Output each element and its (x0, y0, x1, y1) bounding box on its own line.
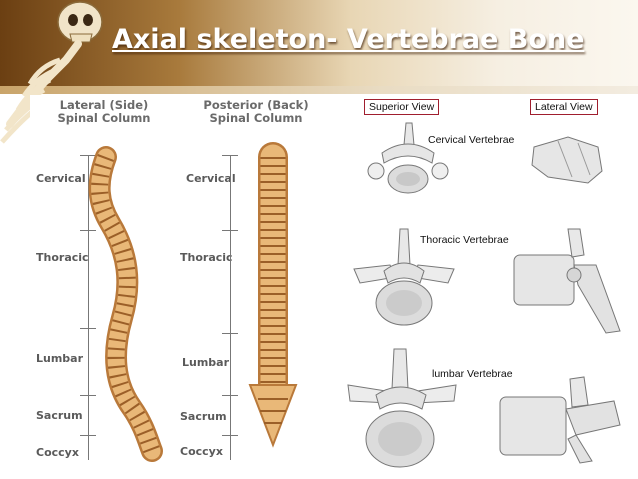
thoracic-vertebrae-label: Thoracic Vertebrae (420, 234, 509, 246)
cervical-lateral-vertebra-illustration (531, 136, 603, 184)
posterior-tick (222, 155, 238, 156)
superior-view-label-box: Superior View (364, 99, 440, 115)
lateral-tick (80, 395, 96, 396)
posterior-tick (222, 435, 238, 436)
slide-header-background (0, 0, 638, 92)
lateral-tick (80, 230, 96, 231)
thoracic-superior-vertebra-illustration (353, 228, 455, 326)
lateral-tick (80, 328, 96, 329)
lateral-bracket (88, 155, 89, 460)
lateral-tick (80, 155, 96, 156)
lateral-tick (80, 435, 96, 436)
thoracic-lateral-vertebra-illustration (513, 228, 621, 334)
lateral-label-thoracic: Thoracic (36, 251, 89, 264)
posterior-tick (222, 395, 238, 396)
posterior-label-sacrum: Sacrum (180, 410, 227, 423)
lateral-label-cervical: Cervical (36, 172, 86, 185)
slide-title: Axial skeleton- Vertebrae Bone (112, 24, 585, 55)
lumbar-vertebrae-label: lumbar Vertebrae (432, 368, 513, 380)
posterior-heading-line2: Spinal Column (209, 111, 303, 125)
posterior-spine-illustration (248, 142, 298, 448)
lateral-label-sacrum: Sacrum (36, 409, 83, 422)
lateral-heading-line2: Spinal Column (57, 111, 151, 125)
lateral-column-heading: Lateral (Side) Spinal Column (52, 99, 156, 125)
posterior-bracket (230, 155, 231, 460)
posterior-label-coccyx: Coccyx (180, 445, 223, 458)
posterior-label-thoracic: Thoracic (180, 251, 233, 264)
vertebrae-views-panel: Superior View Lateral View Cervical Vert… (347, 95, 638, 479)
posterior-tick (222, 230, 238, 231)
lateral-spine-illustration (88, 146, 163, 462)
cervical-superior-vertebra-illustration (367, 122, 449, 194)
posterior-column-heading: Posterior (Back) Spinal Column (196, 99, 316, 125)
lateral-label-coccyx: Coccyx (36, 446, 79, 459)
lateral-view-label-box: Lateral View (530, 99, 598, 115)
lumbar-lateral-vertebra-illustration (499, 376, 621, 464)
header-band (0, 86, 638, 94)
lumbar-superior-vertebra-illustration (347, 348, 457, 468)
spinal-columns-panel: Lateral (Side) Spinal Column Posterior (… (30, 95, 348, 479)
cervical-vertebrae-label: Cervical Vertebrae (428, 134, 515, 146)
posterior-tick (222, 333, 238, 334)
posterior-heading-line1: Posterior (Back) (203, 98, 309, 112)
posterior-label-lumbar: Lumbar (182, 356, 230, 369)
lateral-heading-line1: Lateral (Side) (59, 98, 149, 112)
lateral-label-lumbar: Lumbar (36, 352, 84, 365)
posterior-label-cervical: Cervical (186, 172, 236, 185)
